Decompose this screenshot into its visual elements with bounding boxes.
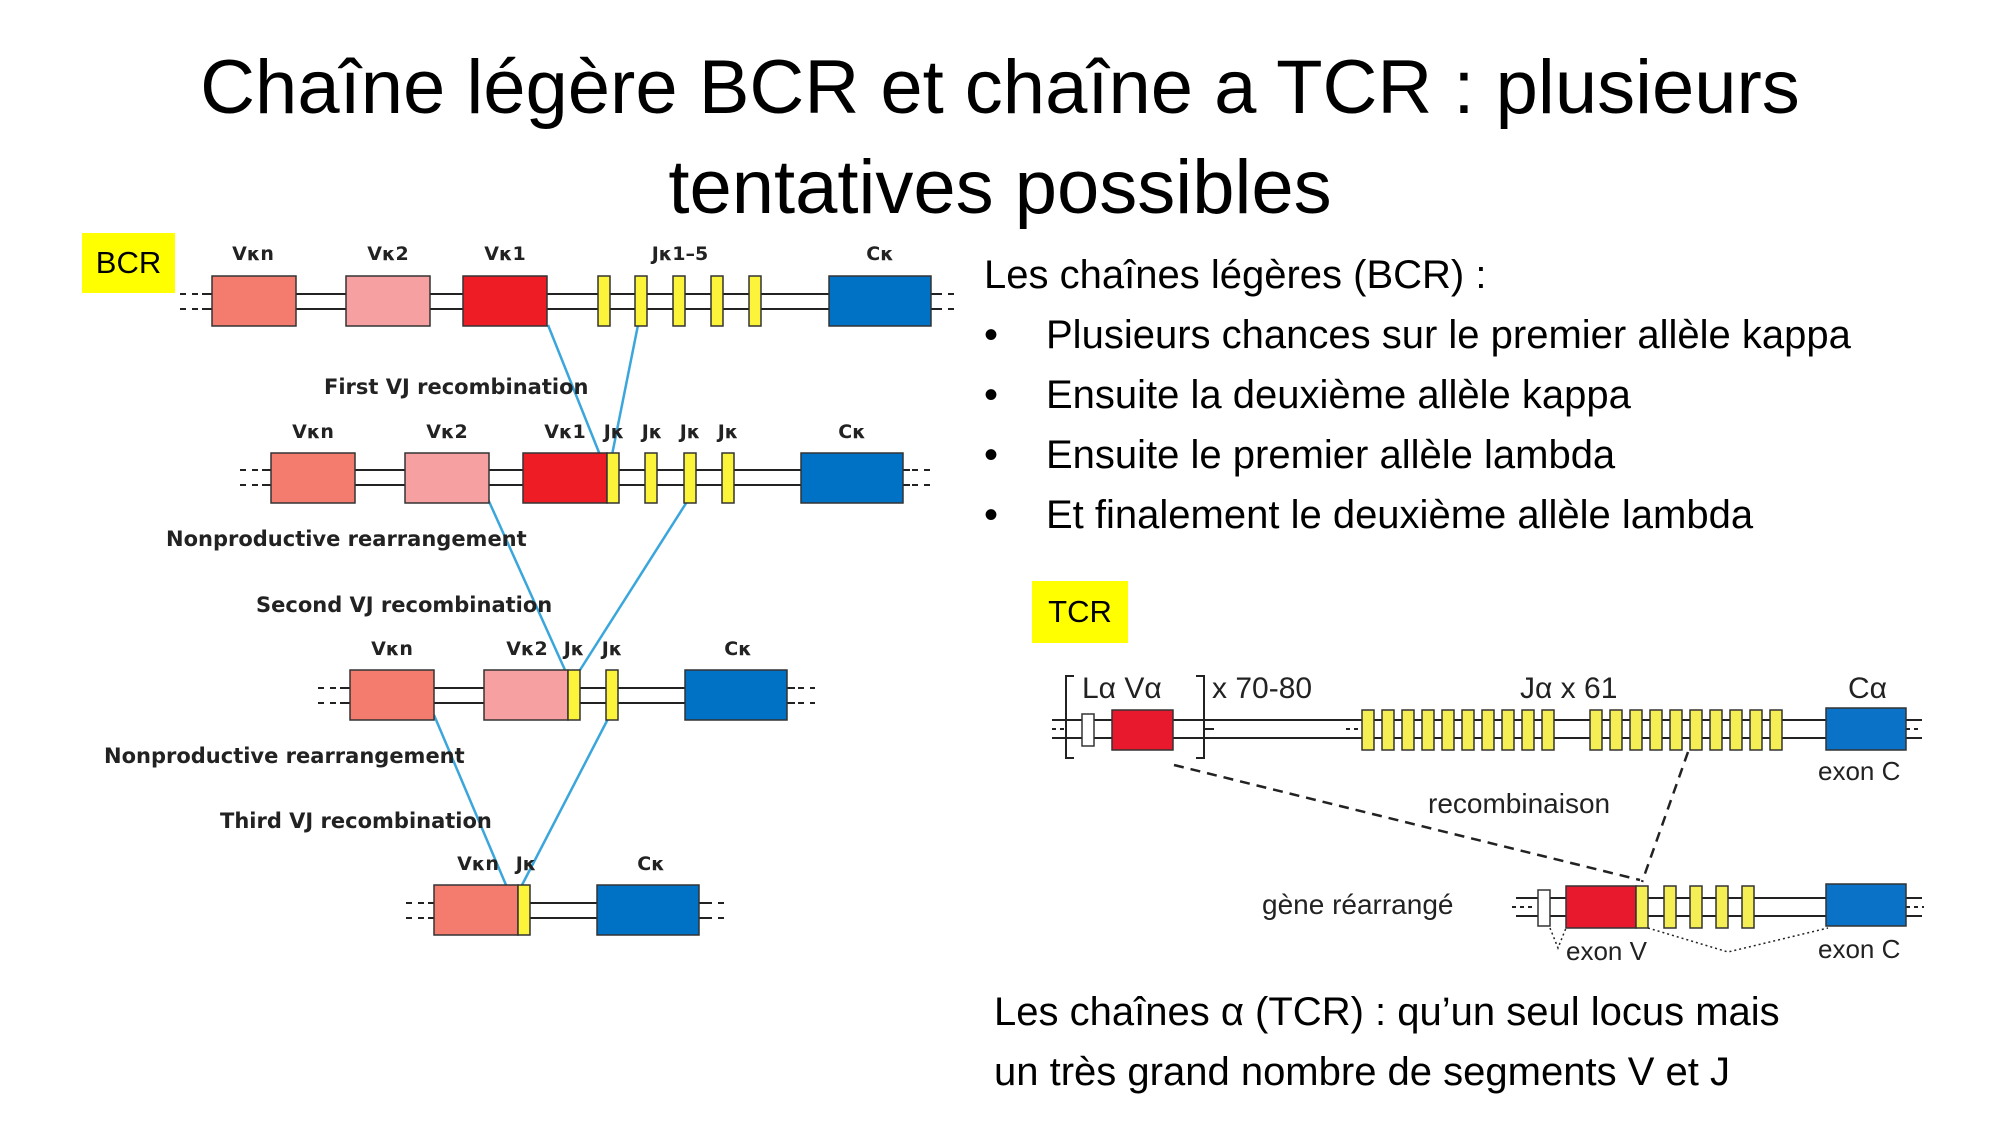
- bcr-bullet: Ensuite le premier allèle lambda: [984, 425, 1851, 485]
- vk2-label: Vκ2: [506, 638, 547, 660]
- jk-segment: [606, 452, 620, 504]
- tcr-tag: TCR: [1032, 581, 1128, 643]
- vk2-label: Vκ2: [426, 421, 467, 443]
- bcr-bullet: Et finalement le deuxième allèle lambda: [984, 485, 1851, 545]
- slide-title-line2: tentatives possibles: [668, 145, 1332, 230]
- jk-label: Jκ: [562, 638, 585, 660]
- ja-segment-group: [1361, 709, 1783, 751]
- ck-segment: [684, 669, 788, 721]
- jk-label: Jκ: [602, 421, 625, 443]
- vkn-segment: [433, 884, 519, 936]
- vk2-segment: [345, 275, 431, 327]
- vj-rearranged-v-segment: [1565, 885, 1637, 929]
- vkn-label: Vκn: [371, 638, 413, 660]
- bcr-germline-locus: Vκn Vκ2 Vκ1 Jκ1–5 Cκ: [180, 243, 957, 327]
- bcr-first-rearranged-locus: Vκn Vκ2 Vκ1 Jκ Jκ Jκ Jκ Cκ: [240, 421, 930, 504]
- tcr-recombination-lines: [1173, 751, 1690, 883]
- exon-v-label: exon V: [1566, 936, 1648, 966]
- recombination-links: [432, 324, 692, 886]
- bcr-bullet: Ensuite la deuxième allèle kappa: [984, 365, 1851, 425]
- splicing-lines: [1549, 927, 1829, 953]
- la-va-label: Lα Vα: [1082, 672, 1162, 705]
- bcr-bullet-list: Plusieurs chances sur le premier allèle …: [984, 305, 1851, 545]
- bcr-tag: BCR: [82, 233, 175, 293]
- step-label: Nonproductive rearrangement: [166, 527, 527, 551]
- tcr-germline-locus: Lα Vα x 70-80 Jα x 61 Cα exon C: [1052, 672, 1922, 786]
- vk1-segment: [462, 275, 548, 327]
- ca-segment: [1825, 707, 1907, 751]
- exon-c-label-bottom: exon C: [1818, 934, 1900, 964]
- vk2-segment: [404, 452, 490, 504]
- vkn-segment: [270, 452, 356, 504]
- vkn-segment: [211, 275, 297, 327]
- step-label: First VJ recombination: [324, 375, 588, 399]
- ck-segment: [828, 275, 932, 327]
- bcr-heading: Les chaînes légères (BCR) :: [984, 253, 1487, 297]
- jk15-label: Jκ1–5: [650, 243, 709, 265]
- vk2-segment: [483, 669, 569, 721]
- jk-segment: [517, 884, 531, 936]
- step-label: Nonproductive rearrangement: [104, 744, 465, 768]
- jk-label: Jκ: [716, 421, 739, 443]
- jk-segment: [672, 275, 686, 327]
- jk-segment: [567, 669, 581, 721]
- slide-title: Chaîne légère BCR et chaîne a TCR : plus…: [0, 38, 2000, 238]
- la-leader-segment: [1537, 889, 1551, 927]
- ck-label: Cκ: [866, 243, 893, 265]
- ck-segment: [596, 884, 700, 936]
- vkn-label: Vκn: [457, 853, 499, 875]
- ca-label: Cα: [1848, 672, 1887, 705]
- ck-segment: [800, 452, 904, 504]
- jk-label: Jκ: [600, 638, 623, 660]
- step-label: Second VJ recombination: [256, 593, 552, 617]
- va-segment: [1111, 709, 1174, 751]
- vk1-segment: [522, 452, 608, 504]
- ja-copies-label: Jα x 61: [1520, 672, 1617, 705]
- recombinaison-label: recombinaison: [1428, 788, 1610, 819]
- va-copies-label: x 70-80: [1212, 672, 1312, 705]
- jk-segment: [634, 275, 648, 327]
- ck-label: Cκ: [838, 421, 865, 443]
- la-leader-segment: [1081, 713, 1095, 747]
- step-label: Third VJ recombination: [220, 809, 492, 833]
- bcr-third-rearranged-locus: Vκn Jκ Cκ: [406, 853, 730, 936]
- vkn-segment: [349, 669, 435, 721]
- vk2-label: Vκ2: [367, 243, 408, 265]
- jk-label: Jκ: [640, 421, 663, 443]
- jk-segment: [710, 275, 724, 327]
- jk-segment: [597, 275, 611, 327]
- ck-label: Cκ: [637, 853, 664, 875]
- gene-rearrange-label: gène réarrangé: [1262, 889, 1453, 920]
- jk-segment: [605, 669, 619, 721]
- jk-segment: [721, 452, 735, 504]
- ck-label: Cκ: [724, 638, 751, 660]
- vkn-label: Vκn: [292, 421, 334, 443]
- slide-title-line1: Chaîne légère BCR et chaîne a TCR : plus…: [200, 45, 1800, 130]
- bcr-bullet: Plusieurs chances sur le premier allèle …: [984, 305, 1851, 365]
- jk-segment: [644, 452, 658, 504]
- jk-label: Jκ: [678, 421, 701, 443]
- ca-segment: [1825, 883, 1907, 927]
- jk-segment: [748, 275, 762, 327]
- ja-segment-group: [1635, 885, 1755, 929]
- tcr-rearranged-gene: gène réarrangé exon V exon C: [1262, 883, 1924, 966]
- vk1-label: Vκ1: [484, 243, 525, 265]
- vk1-label: Vκ1: [544, 421, 585, 443]
- vkn-label: Vκn: [232, 243, 274, 265]
- exon-c-label-top: exon C: [1818, 756, 1900, 786]
- tcr-summary-line2: un très grand nombre de segments V et J: [994, 1050, 1730, 1094]
- bcr-second-rearranged-locus: Vκn Vκ2 Jκ Jκ Cκ: [318, 638, 815, 721]
- jk-segment: [683, 452, 697, 504]
- tcr-summary-line1: Les chaînes α (TCR) : qu’un seul locus m…: [994, 990, 1780, 1034]
- jk-label: Jκ: [514, 853, 537, 875]
